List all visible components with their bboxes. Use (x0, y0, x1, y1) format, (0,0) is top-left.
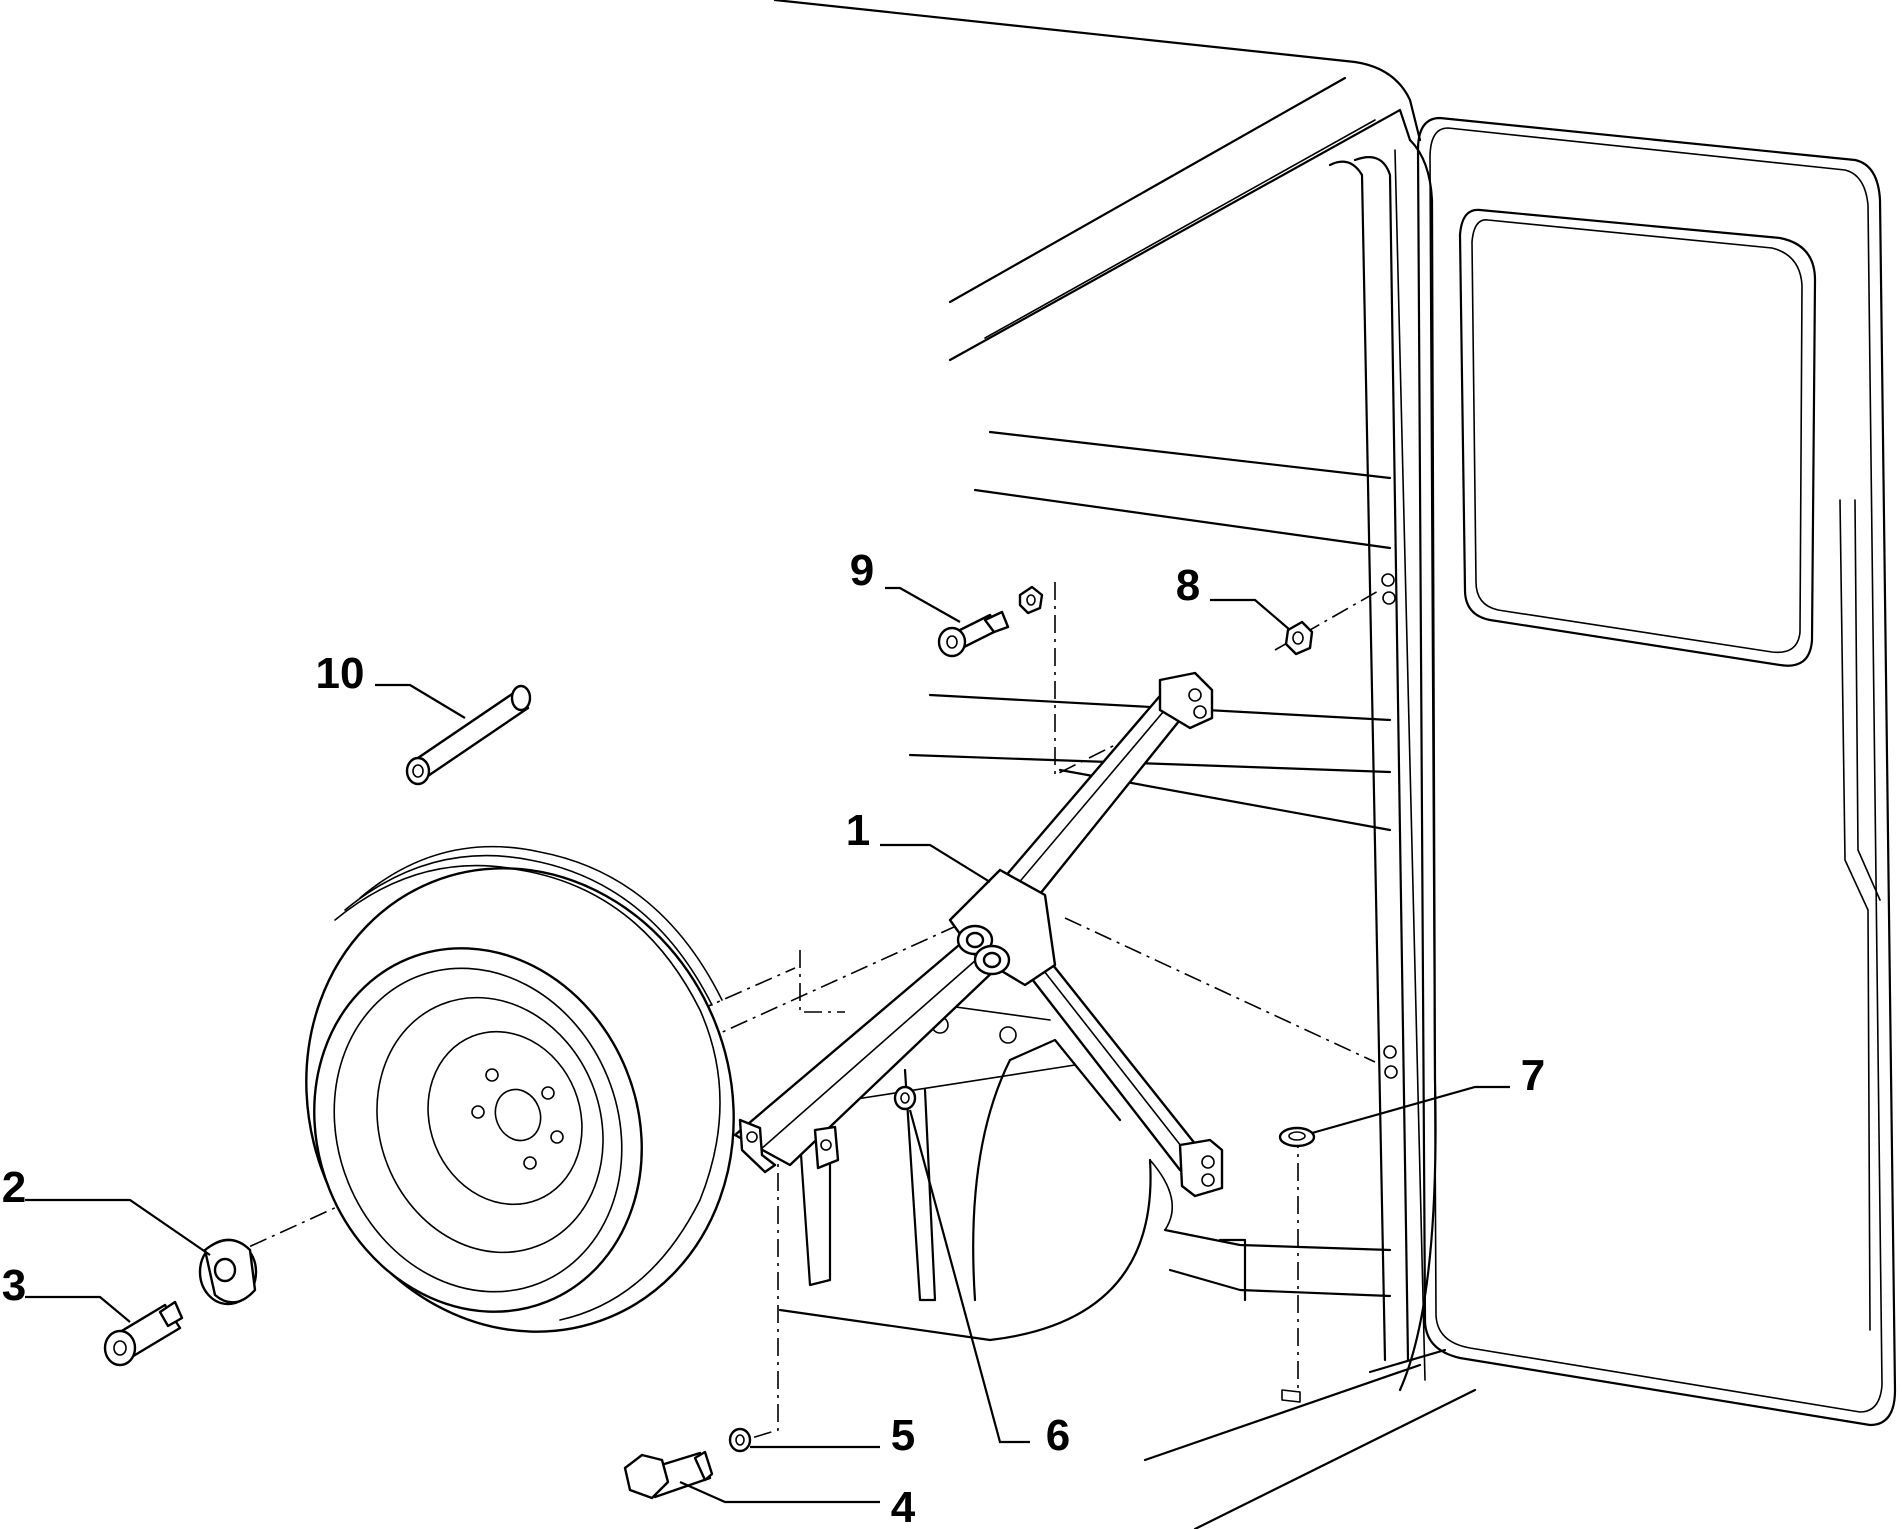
spare-wheel (305, 845, 735, 1333)
callout-9: 9 (850, 546, 874, 595)
spacer-tube (405, 684, 532, 786)
small-washer-5 (728, 1427, 752, 1453)
callout-3: 3 (2, 1261, 26, 1310)
callout-2: 2 (2, 1163, 26, 1212)
flat-washer-7 (1278, 1126, 1316, 1148)
callout-4: 4 (891, 1483, 916, 1529)
callout-5: 5 (891, 1411, 915, 1460)
rear-door (1416, 116, 1897, 1427)
wheel-bolt (103, 1300, 184, 1367)
callout-6: 6 (1046, 1411, 1070, 1460)
callout-labels: 1 2 3 4 5 6 7 8 9 10 (2, 546, 1545, 1529)
small-washer-6 (893, 1085, 917, 1111)
hex-bolt (623, 1450, 714, 1500)
spare-wheel-carrier-bracket (733, 671, 1224, 1198)
bolt-9 (937, 585, 1044, 658)
callout-7: 7 (1521, 1051, 1545, 1100)
callout-8: 8 (1176, 561, 1200, 610)
callout-10: 10 (316, 649, 365, 698)
callout-1: 1 (846, 806, 870, 855)
wheel-washer (198, 1238, 258, 1306)
leader-lines (25, 586, 1510, 1504)
nut-8 (1284, 620, 1314, 656)
